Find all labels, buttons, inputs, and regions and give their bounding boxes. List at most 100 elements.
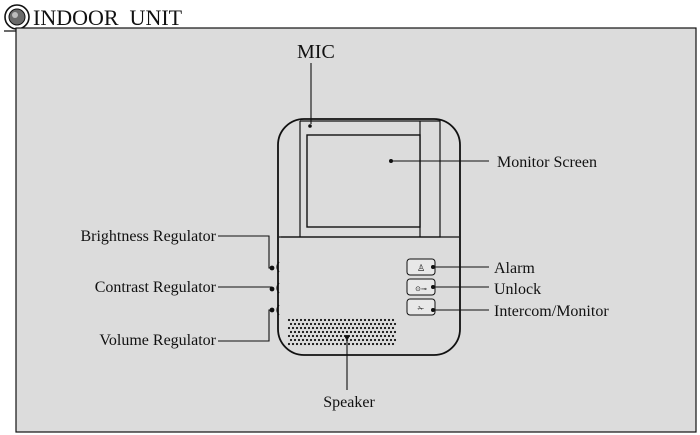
speaker-hole [343, 342, 347, 346]
speaker-hole [299, 342, 303, 346]
speaker-hole [379, 334, 383, 338]
speaker-hole [329, 330, 333, 334]
speaker-hole [377, 330, 381, 334]
speaker-hole [357, 330, 361, 334]
speaker-hole [307, 342, 311, 346]
speaker-hole [313, 330, 317, 334]
speaker-hole [301, 330, 305, 334]
intercom-monitor-label: Intercom/Monitor [494, 303, 609, 320]
speaker-hole [393, 330, 397, 334]
speaker-hole [393, 338, 397, 342]
speaker-hole [303, 342, 307, 346]
speaker-hole [385, 322, 389, 326]
speaker-hole [351, 342, 355, 346]
speaker-hole [359, 326, 363, 330]
speaker-hole [377, 338, 381, 342]
speaker-hole [361, 338, 365, 342]
monitor-screen-label: Monitor Screen [497, 154, 597, 171]
speaker-hole [295, 318, 299, 322]
speaker-hole [335, 326, 339, 330]
speaker-hole [295, 342, 299, 346]
speaker-hole [307, 326, 311, 330]
speaker-hole [317, 322, 321, 326]
speaker-hole [287, 342, 291, 346]
speaker-hole [305, 330, 309, 334]
speaker-hole [293, 338, 297, 342]
speaker-hole [381, 322, 385, 326]
speaker-hole [319, 318, 323, 322]
speaker-hole [295, 326, 299, 330]
unlock-button[interactable]: ⊙⊸ [406, 278, 436, 296]
speaker-hole [287, 326, 291, 330]
speaker-hole [323, 334, 327, 338]
speaker-hole [331, 326, 335, 330]
speaker-hole [379, 326, 383, 330]
speaker-hole [347, 342, 351, 346]
speaker-hole [299, 326, 303, 330]
speaker-hole [359, 342, 363, 346]
speaker-hole [369, 338, 373, 342]
speaker-hole [313, 338, 317, 342]
speaker-hole [335, 334, 339, 338]
speaker-hole [375, 334, 379, 338]
speaker-hole [291, 342, 295, 346]
contrast-regulator[interactable] [269, 286, 275, 292]
speaker-hole [371, 318, 375, 322]
speaker-hole [337, 330, 341, 334]
speaker-hole [315, 334, 319, 338]
intercom-button[interactable]: ✁ [406, 298, 436, 316]
speaker-hole [333, 322, 337, 326]
speaker-hole [353, 330, 357, 334]
speaker-hole [321, 330, 325, 334]
speaker-hole [339, 334, 343, 338]
speaker-hole [321, 338, 325, 342]
speaker-hole [369, 330, 373, 334]
speaker-hole [311, 326, 315, 330]
speaker-hole [385, 338, 389, 342]
mic-hole [308, 124, 312, 128]
speaker-hole [309, 322, 313, 326]
speaker-hole [315, 318, 319, 322]
speaker-hole [291, 334, 295, 338]
speaker-hole [323, 326, 327, 330]
mic-label: MIC [297, 41, 335, 63]
speaker-hole [381, 338, 385, 342]
speaker-hole [333, 330, 337, 334]
speaker-hole [335, 342, 339, 346]
speaker-hole [353, 338, 357, 342]
speaker-hole [311, 342, 315, 346]
speaker-hole [355, 334, 359, 338]
speaker-hole [331, 342, 335, 346]
speaker-hole [365, 322, 369, 326]
speaker-hole [341, 330, 345, 334]
speaker-hole [301, 338, 305, 342]
alarm-button[interactable]: ♙ [406, 258, 436, 276]
speaker-hole [383, 334, 387, 338]
speaker-hole [319, 326, 323, 330]
speaker-hole [367, 342, 371, 346]
speaker-hole [391, 334, 395, 338]
header: INDOOR UNIT [4, 4, 205, 32]
speaker-hole [299, 318, 303, 322]
disc-bullet-icon [4, 4, 30, 30]
speaker-hole [339, 342, 343, 346]
speaker-hole [361, 322, 365, 326]
side-regulators[interactable] [276, 261, 280, 316]
speaker-hole [359, 318, 363, 322]
speaker-hole [391, 326, 395, 330]
leader-lines [218, 63, 489, 390]
speaker-hole [353, 322, 357, 326]
speaker-hole [331, 318, 335, 322]
speaker-hole [327, 334, 331, 338]
speaker-hole [287, 318, 291, 322]
speaker-hole [345, 330, 349, 334]
speaker-hole [321, 322, 325, 326]
speaker-hole [307, 318, 311, 322]
speaker-hole [365, 330, 369, 334]
speaker-grille [287, 318, 397, 346]
header-title: INDOOR UNIT [33, 5, 183, 30]
speaker-hole [289, 338, 293, 342]
speaker-hole [357, 322, 361, 326]
speaker-hole [301, 322, 305, 326]
speaker-hole [339, 318, 343, 322]
